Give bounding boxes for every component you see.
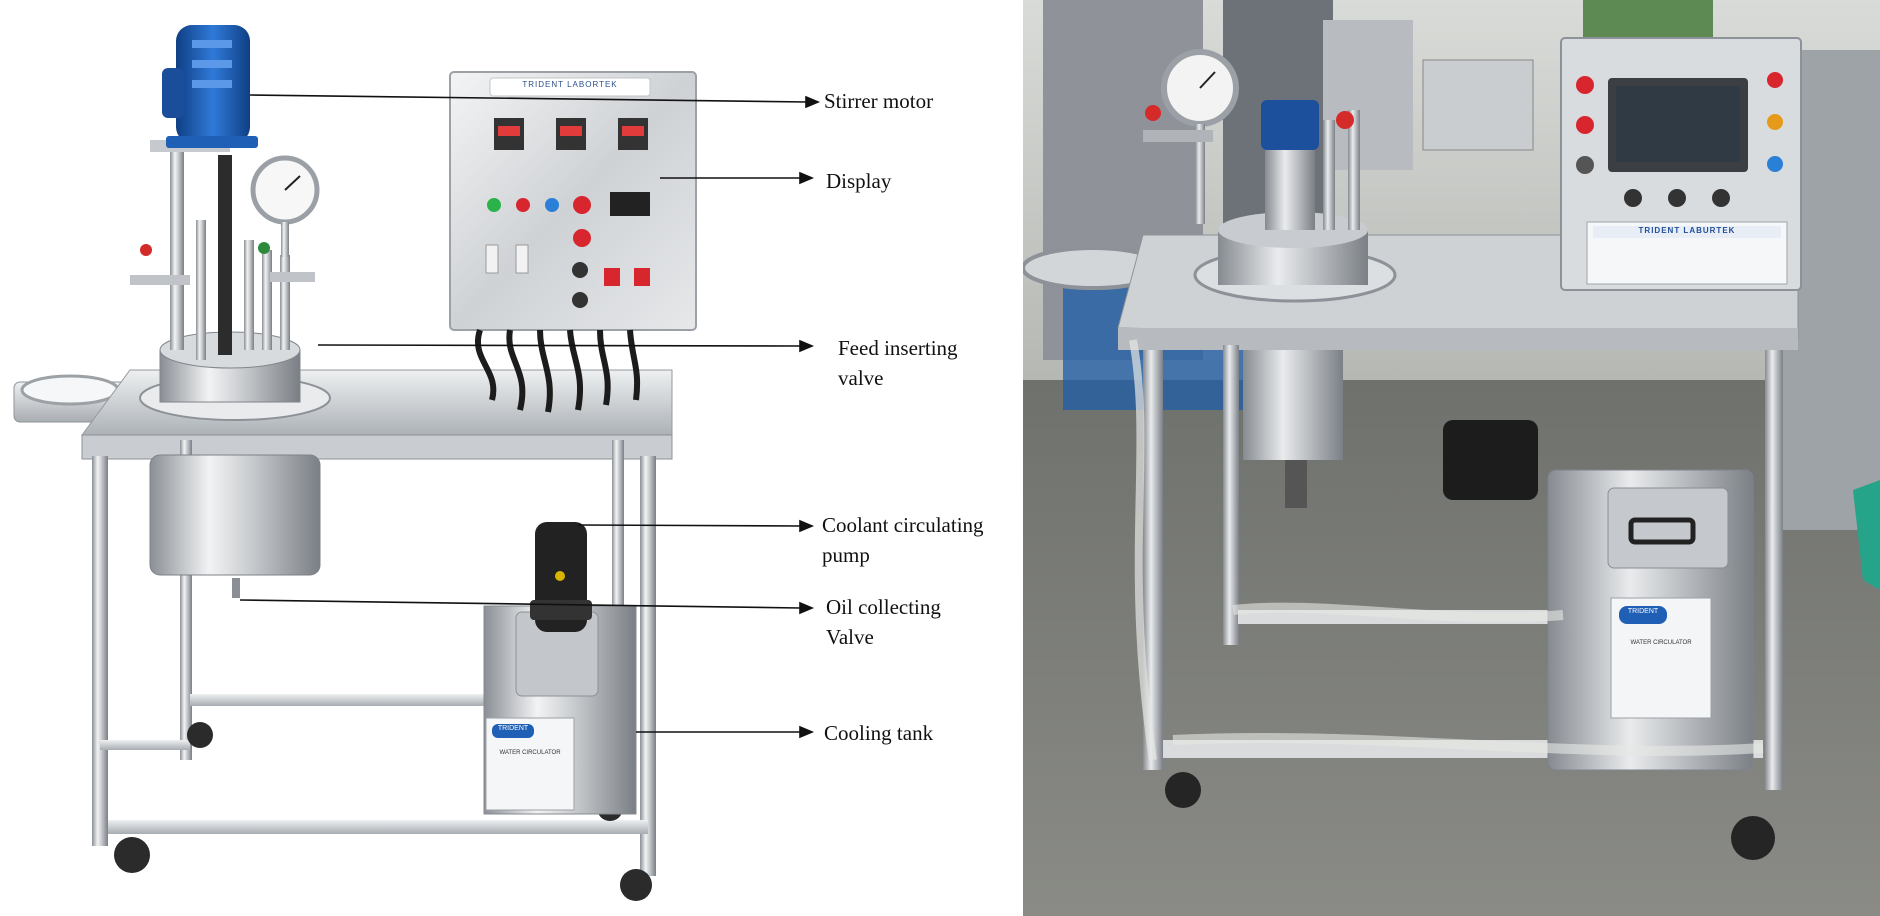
callout-text: Display: [826, 169, 892, 193]
left-tank-label: WATER CIRCULATOR: [499, 750, 561, 756]
callout-arrows: [239, 94, 821, 739]
right-tank-label: WATER CIRCULATOR: [1630, 640, 1692, 646]
callout-text: Oil collecting: [826, 595, 941, 619]
callout-text: pump: [822, 543, 870, 567]
annotated-photo-panel: TRIDENT LABORTEK TRIDENT WATER CIRCULATO…: [13, 25, 984, 901]
lid-fittings: [130, 140, 320, 360]
callout-feed-inserting-valve: Feed inserting valve: [838, 333, 958, 393]
callout-cooling-tank: Cooling tank: [824, 718, 933, 748]
callout-stirrer-motor: Stirrer motor: [824, 86, 933, 116]
callout-text: Stirrer motor: [824, 89, 934, 113]
callout-oil-collecting-valve: Oil collecting Valve: [826, 592, 941, 652]
cooling-tank-illustration: [483, 522, 637, 815]
left-tank-badge: TRIDENT: [497, 725, 529, 732]
control-panel: [449, 71, 697, 413]
stirrer-motor-illustration: [162, 25, 258, 148]
right-panel-brand: TRIDENT LABURTEK: [1638, 226, 1736, 235]
callout-display: Display: [826, 166, 891, 196]
right-tank-badge: TRIDENT: [1627, 608, 1659, 615]
callout-coolant-circulating-pump: Coolant circulating pump: [822, 510, 984, 570]
callout-text: Feed inserting: [838, 336, 958, 360]
workshop-illustration: [1023, 0, 1880, 916]
callout-text: Valve: [826, 625, 874, 649]
callout-text: Cooling tank: [824, 721, 934, 745]
callout-text: valve: [838, 366, 884, 390]
workshop-photo-panel: TRIDENT LABURTEK TRIDENT WATER CIRCULATO…: [1023, 0, 1880, 916]
left-panel-brand: TRIDENT LABORTEK: [522, 80, 618, 89]
reactor-illustration: [13, 25, 821, 901]
callout-text: Coolant circulating: [822, 513, 984, 537]
